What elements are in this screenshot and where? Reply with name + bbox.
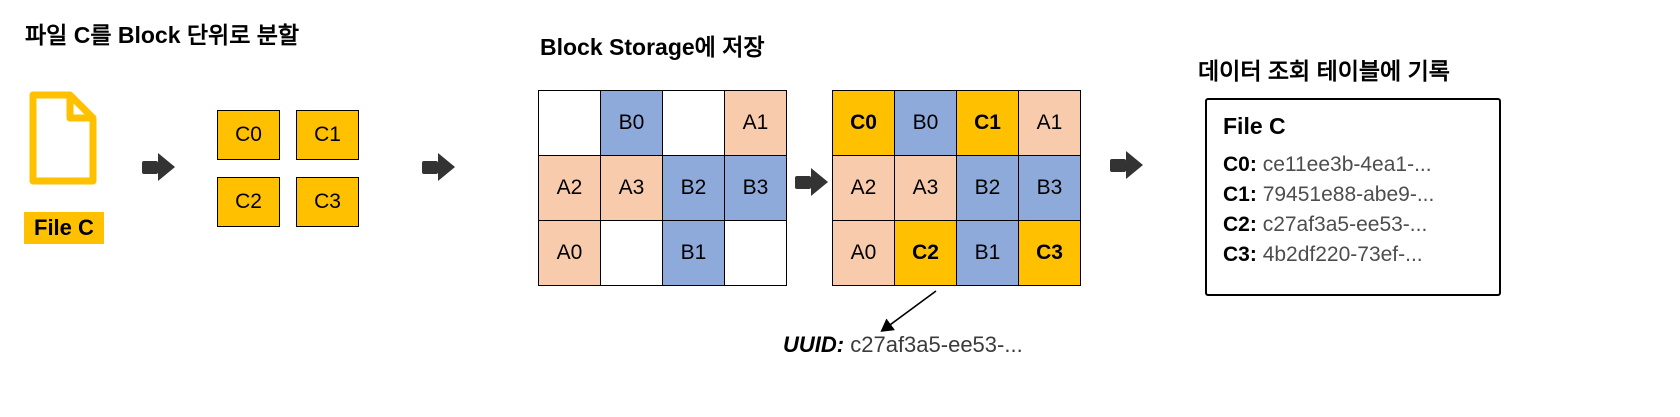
- storage-cell-c1: C1: [957, 91, 1019, 156]
- arrow-bar: [795, 175, 811, 189]
- storage-cell-b1: B1: [957, 221, 1019, 286]
- storage-cell-empty: [725, 221, 787, 286]
- storage-cell-a2: A2: [539, 156, 601, 221]
- storage-cell-a1: A1: [725, 91, 787, 156]
- uuid-label: UUID:: [783, 332, 845, 357]
- storage-cell-b0: B0: [601, 91, 663, 156]
- storage-cell-empty: [663, 91, 725, 156]
- storage-cell-empty: [601, 221, 663, 286]
- arrow-head: [438, 153, 455, 181]
- storage-cell-a2: A2: [833, 156, 895, 221]
- split-block-c2: C2: [217, 177, 280, 227]
- lookup-entry: C0: ce11ee3b-4ea1-...: [1223, 153, 1432, 176]
- storage-cell-c2: C2: [895, 221, 957, 286]
- storage-cell-c3: C3: [1019, 221, 1081, 286]
- uuid-pointer-arrow-icon: [858, 288, 953, 345]
- arrow-head: [811, 168, 828, 196]
- storage-cell-a0: A0: [833, 221, 895, 286]
- split-blocks-group: C0 C1 C2 C3: [217, 110, 359, 227]
- storage-cell-c0: C0: [833, 91, 895, 156]
- lookup-entries: C0: ce11ee3b-4ea1-... C1: 79451e88-abe9-.…: [1223, 150, 1483, 270]
- uuid-value: c27af3a5-ee53-...: [850, 332, 1023, 357]
- lookup-table: File C C0: ce11ee3b-4ea1-... C1: 79451e88…: [1205, 98, 1501, 296]
- storage-cell-a1: A1: [1019, 91, 1081, 156]
- storage-cell-b2: B2: [957, 156, 1019, 221]
- lookup-entry: C3: 4b2df220-73ef-...: [1223, 243, 1423, 266]
- flow-arrow-3-icon: [795, 168, 828, 196]
- arrow-bar: [1110, 158, 1126, 172]
- storage-section-title: Block Storage에 저장: [540, 34, 765, 60]
- arrow-head: [1126, 151, 1143, 179]
- lookup-entry: C1: 79451e88-abe9-...: [1223, 183, 1435, 206]
- storage-cell-a3: A3: [601, 156, 663, 221]
- arrow-head: [158, 153, 175, 181]
- split-block-c3: C3: [296, 177, 359, 227]
- flow-arrow-4-icon: [1110, 151, 1143, 179]
- lookup-section-title: 데이터 조회 테이블에 기록: [1198, 58, 1450, 84]
- arrow-bar: [422, 160, 438, 174]
- storage-cell-b3: B3: [1019, 156, 1081, 221]
- storage-cell-a0: A0: [539, 221, 601, 286]
- split-block-c1: C1: [296, 110, 359, 160]
- storage-cell-a3: A3: [895, 156, 957, 221]
- storage-cell-b1: B1: [663, 221, 725, 286]
- arrow-bar: [142, 160, 158, 174]
- file-label: File C: [24, 212, 104, 244]
- uuid-annotation: UUID: c27af3a5-ee53-...: [783, 332, 1023, 358]
- split-section-title: 파일 C를 Block 단위로 분할: [25, 22, 300, 48]
- lookup-entry: C2: c27af3a5-ee53-...: [1223, 213, 1428, 236]
- lookup-table-header: File C: [1223, 113, 1286, 139]
- file-document-icon: [28, 90, 98, 191]
- storage-cell-empty: [539, 91, 601, 156]
- flow-arrow-2-icon: [422, 153, 455, 181]
- storage-cell-b2: B2: [663, 156, 725, 221]
- flow-arrow-1-icon: [142, 153, 175, 181]
- storage-cell-b3: B3: [725, 156, 787, 221]
- storage-cell-b0: B0: [895, 91, 957, 156]
- split-block-c0: C0: [217, 110, 280, 160]
